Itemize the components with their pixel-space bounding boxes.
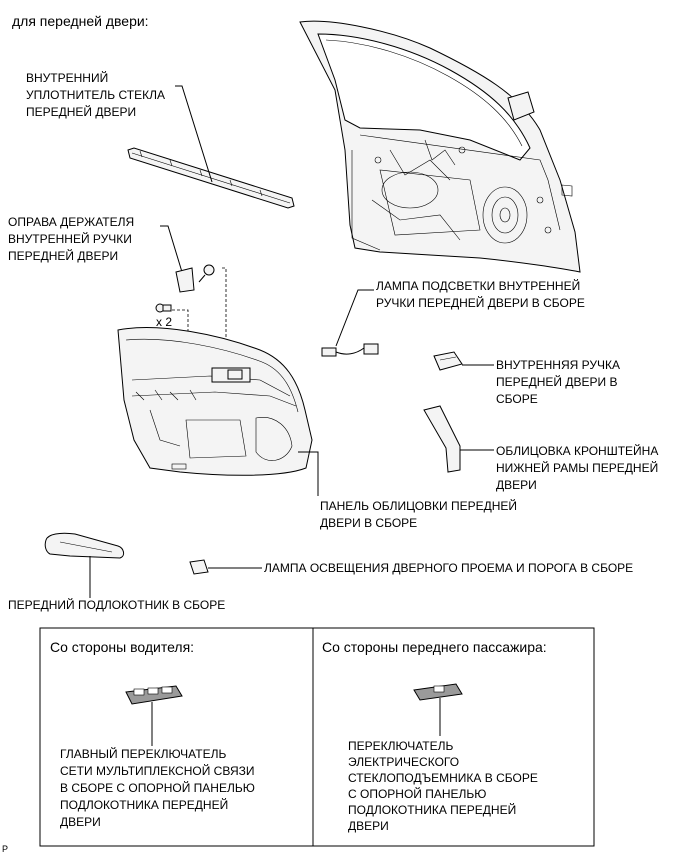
svg-text:ПОДЛОКОТНИКА ПЕРЕДНЕЙ: ПОДЛОКОТНИКА ПЕРЕДНЕЙ [60,797,228,812]
svg-text:ПОДЛОКОТНИКА ПЕРЕДНЕЙ: ПОДЛОКОТНИКА ПЕРЕДНЕЙ [348,802,516,817]
svg-text:НИЖНЕЙ РАМЫ ПЕРЕДНЕЙ: НИЖНЕЙ РАМЫ ПЕРЕДНЕЙ [496,460,658,475]
svg-text:УПЛОТНИТЕЛЬ СТЕКЛА: УПЛОТНИТЕЛЬ СТЕКЛА [26,88,165,102]
handle-lamp-label: ЛАМПА ПОДСВЕТКИ ВНУТРЕННЕЙ РУЧКИ ПЕРЕДНЕ… [376,278,585,310]
handle-bezel-label: ОПРАВА ДЕРЖАТЕЛЯ ВНУТРЕННЕЙ РУЧКИ ПЕРЕДН… [8,215,134,263]
passenger-side-header: Со стороны переднего пассажира: [322,639,547,655]
svg-text:ДВЕРИ: ДВЕРИ [496,478,537,492]
svg-text:ДВЕРИ: ДВЕРИ [60,815,101,829]
svg-text:ВНУТРЕННИЙ: ВНУТРЕННИЙ [26,70,108,85]
svg-text:ПЕРЕДНЕЙ ДВЕРИ: ПЕРЕДНЕЙ ДВЕРИ [26,104,136,119]
handle-bezel-leader [160,225,183,273]
door-frame-illustration [299,20,581,273]
svg-text:ЭЛЕКТРИЧЕСКОГО: ЭЛЕКТРИЧЕСКОГО [348,755,459,769]
handle-bezel-illustration [175,267,195,293]
svg-text:ВНУТРЕННЯЯ РУЧКА: ВНУТРЕННЯЯ РУЧКА [496,358,620,372]
driver-side-header: Со стороны водителя: [50,639,194,655]
svg-text:ОПРАВА ДЕРЖАТЕЛЯ: ОПРАВА ДЕРЖАТЕЛЯ [8,215,134,229]
svg-text:ПАНЕЛЬ ОБЛИЦОВКИ ПЕРЕДНЕЙ: ПАНЕЛЬ ОБЛИЦОВКИ ПЕРЕДНЕЙ [320,498,517,513]
svg-text:С ОПОРНОЙ ПАНЕЛЬЮ: С ОПОРНОЙ ПАНЕЛЬЮ [348,786,486,801]
master-switch-label: ГЛАВНЫЙ ПЕРЕКЛЮЧАТЕЛЬ СЕТИ МУЛЬТИПЛЕКСНО… [60,746,255,829]
svg-text:ГЛАВНЫЙ ПЕРЕКЛЮЧАТЕЛЬ: ГЛАВНЫЙ ПЕРЕКЛЮЧАТЕЛЬ [60,746,226,761]
door-trim-panel-illustration [117,327,313,476]
svg-text:СЕТИ МУЛЬТИПЛЕКСНОЙ СВЯЗИ: СЕТИ МУЛЬТИПЛЕКСНОЙ СВЯЗИ [60,763,254,778]
switch-variants-table: Со стороны водителя: Со стороны переднег… [39,627,595,847]
bracket-garnish-label: ОБЛИЦОВКА КРОНШТЕЙНА НИЖНЕЙ РАМЫ ПЕРЕДНЕ… [496,443,658,492]
window-switch-illustration [413,683,463,701]
diagram-heading: для передней двери: [12,13,149,29]
door-trim-panel-leader [298,451,319,496]
svg-text:СБОРЕ: СБОРЕ [496,392,538,406]
clip-icon [155,303,172,313]
armrest-illustration [44,532,125,559]
svg-text:РУЧКИ ПЕРЕДНЕЙ ДВЕРИ В СБОРЕ: РУЧКИ ПЕРЕДНЕЙ ДВЕРИ В СБОРЕ [376,295,585,310]
svg-text:ВНУТРЕННЕЙ РУЧКИ: ВНУТРЕННЕЙ РУЧКИ [8,231,132,246]
svg-text:ПЕРЕДНЕЙ ДВЕРИ: ПЕРЕДНЕЙ ДВЕРИ [8,248,118,263]
svg-text:ПЕРЕКЛЮЧАТЕЛЬ: ПЕРЕКЛЮЧАТЕЛЬ [348,739,454,753]
courtesy-lamp-label: ЛАМПА ОСВЕЩЕНИЯ ДВЕРНОГО ПРОЕМА И ПОРОГА… [264,561,633,575]
bracket-garnish-illustration [423,405,461,473]
svg-text:СТЕКЛОПОДЪЕМНИКА В СБОРЕ: СТЕКЛОПОДЪЕМНИКА В СБОРЕ [348,771,538,785]
svg-text:ОБЛИЦОВКА КРОНШТЕЙНА: ОБЛИЦОВКА КРОНШТЕЙНА [496,443,658,458]
armrest-label: ПЕРЕДНИЙ ПОДЛОКОТНИК В СБОРЕ [8,597,225,612]
glass-weatherstrip-label: ВНУТРЕННИЙ УПЛОТНИТЕЛЬ СТЕКЛА ПЕРЕДНЕЙ Д… [26,70,165,119]
handle-lamp-leader [335,289,374,347]
courtesy-lamp-illustration [189,559,209,575]
screw-guide-line [222,267,227,380]
clip-count: x 2 [156,315,172,329]
inside-handle-illustration [433,351,463,371]
door-trim-panel-label: ПАНЕЛЬ ОБЛИЦОВКИ ПЕРЕДНЕЙ ДВЕРИ В СБОРЕ [320,498,517,530]
svg-text:ДВЕРИ: ДВЕРИ [348,819,389,833]
handle-lamp-illustration [321,343,379,357]
svg-text:ПЕРЕДНЕЙ ДВЕРИ В: ПЕРЕДНЕЙ ДВЕРИ В [496,374,618,389]
screw-icon [198,264,215,283]
glass-weatherstrip-leader [175,85,213,183]
inside-handle-label: ВНУТРЕННЯЯ РУЧКА ПЕРЕДНЕЙ ДВЕРИ В СБОРЕ [496,358,620,406]
svg-text:В СБОРЕ С ОПОРНОЙ ПАНЕЛЬЮ: В СБОРЕ С ОПОРНОЙ ПАНЕЛЬЮ [60,780,255,795]
svg-text:ЛАМПА ПОДСВЕТКИ ВНУТРЕННЕЙ: ЛАМПА ПОДСВЕТКИ ВНУТРЕННЕЙ [376,278,580,293]
master-switch-illustration [125,685,183,705]
corner-mark: P [2,844,8,854]
svg-text:ДВЕРИ В СБОРЕ: ДВЕРИ В СБОРЕ [320,516,417,530]
window-switch-label: ПЕРЕКЛЮЧАТЕЛЬ ЭЛЕКТРИЧЕСКОГО СТЕКЛОПОДЪЕ… [348,739,538,833]
